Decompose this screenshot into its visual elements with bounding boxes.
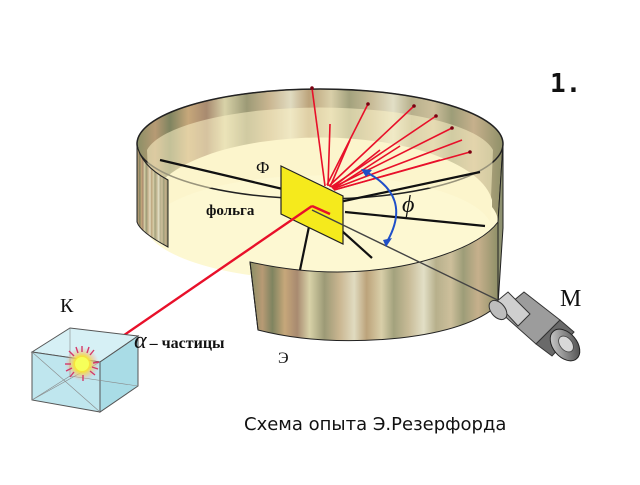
label-angle: ϕ — [402, 192, 414, 218]
figure-number: 1. — [550, 69, 581, 99]
microscope — [488, 291, 581, 362]
scattered-rays — [311, 87, 471, 191]
microscope-axis — [311, 209, 511, 307]
angle-arrow — [365, 171, 398, 241]
label-foil-letter: Ф — [256, 158, 269, 177]
label-microscope: М — [560, 286, 581, 312]
label-alpha-text: – частицы — [149, 335, 225, 352]
label-alpha-symbol: α — [134, 328, 147, 354]
radioactive-source — [65, 346, 100, 381]
caption: Схема опыта Э.Резерфорда — [244, 414, 506, 435]
label-screen: Э — [278, 350, 289, 367]
label-source: К — [60, 295, 74, 317]
label-foil-word: фольга — [206, 203, 255, 219]
foil — [280, 165, 344, 245]
label-alpha: α– частицы — [134, 328, 225, 354]
ray-impact-dots — [310, 86, 472, 154]
